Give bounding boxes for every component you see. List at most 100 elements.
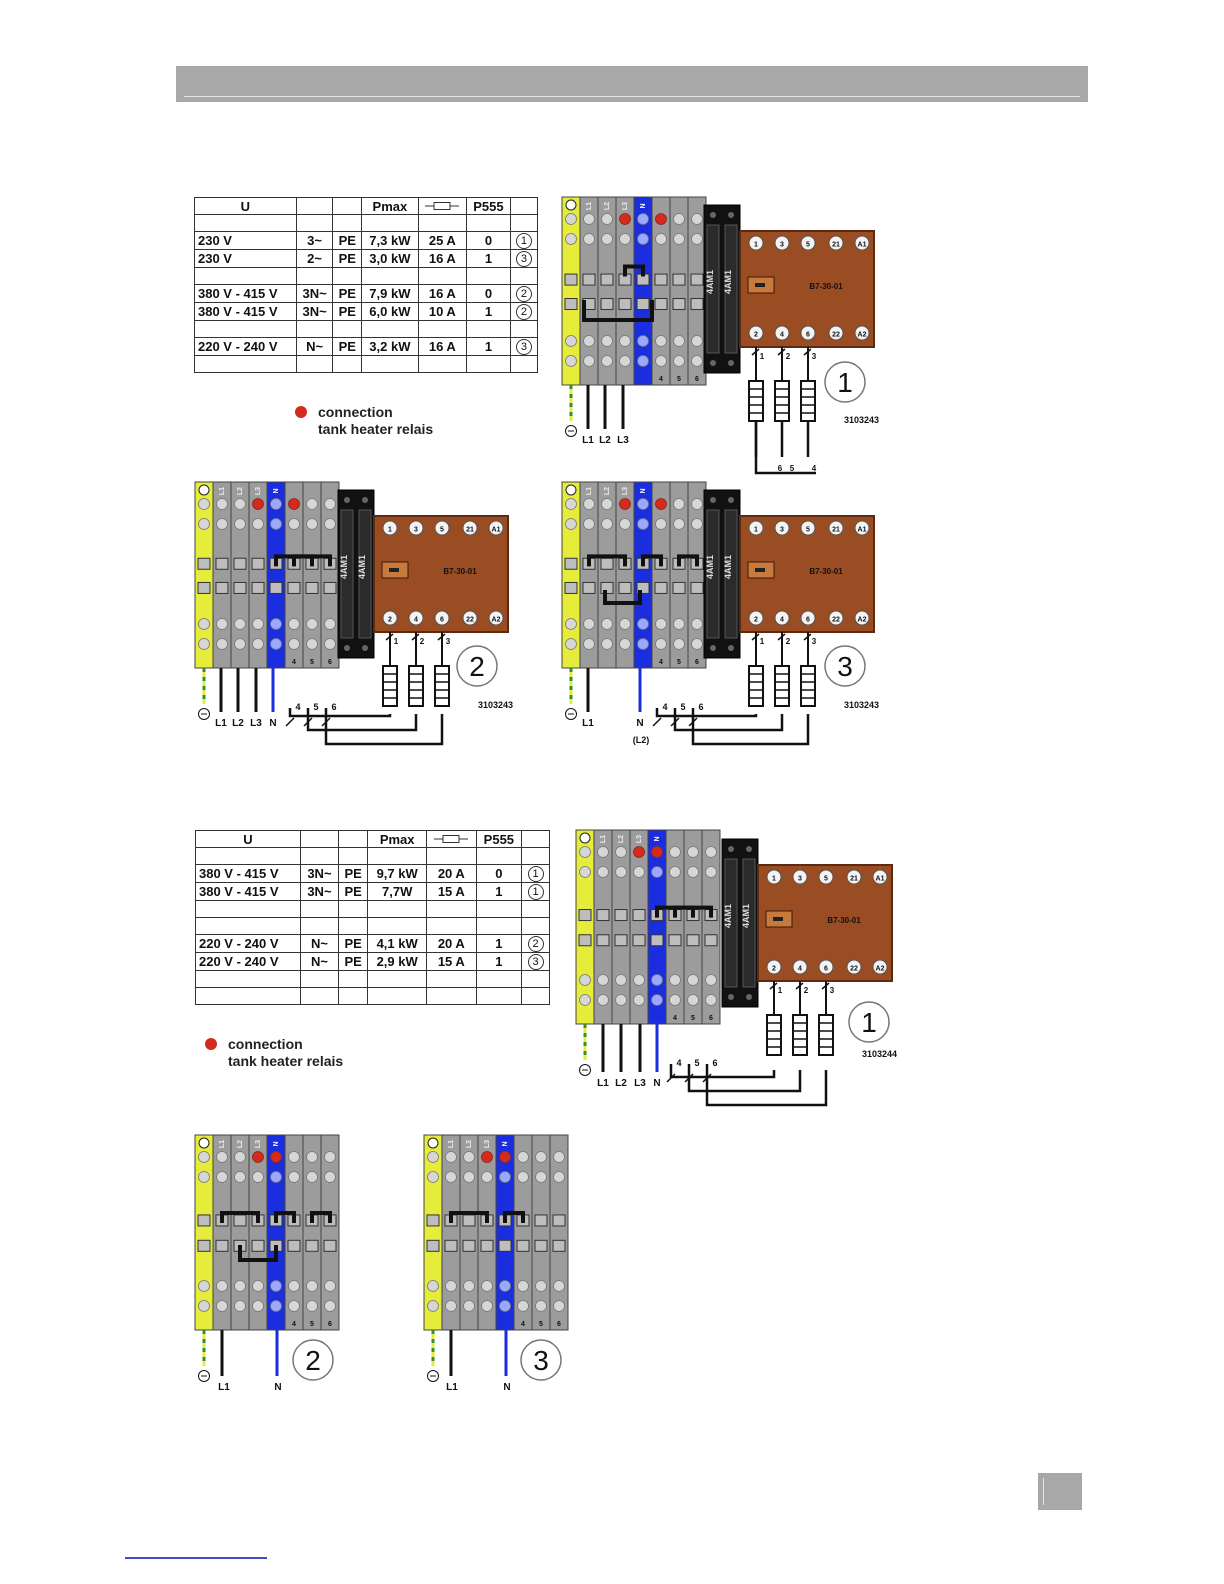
screw-terminal <box>324 1171 336 1183</box>
coil-number: 6 <box>778 464 783 473</box>
screw-terminal <box>655 233 667 245</box>
screw-terminal <box>270 518 282 530</box>
screw-terminal <box>583 233 595 245</box>
terminal-clamp <box>654 298 668 311</box>
element-number: 3 <box>446 637 451 646</box>
screw-terminal <box>553 1300 565 1312</box>
screw-terminal <box>583 618 595 630</box>
terminal-clamp <box>614 909 628 922</box>
terminal-bottom-label: 5 <box>310 659 314 666</box>
screw-terminal <box>565 213 577 225</box>
contactor-terminal <box>800 520 816 536</box>
screw-terminal <box>445 1171 457 1183</box>
legend-line-1: connection <box>228 1036 303 1052</box>
screw-terminal <box>306 1300 318 1312</box>
contactor-terminal <box>488 520 504 536</box>
fuse-element <box>706 509 720 639</box>
screw-terminal <box>705 866 717 878</box>
wire-label: N <box>636 718 643 729</box>
terminal-clamp <box>426 1239 440 1252</box>
screw-terminal <box>517 1300 529 1312</box>
contactor-terminal-label: 22 <box>832 332 840 339</box>
fuse-screw <box>710 645 716 651</box>
part-number: 3103243 <box>478 700 513 710</box>
screw-terminal <box>669 994 681 1006</box>
screw-terminal <box>655 355 667 367</box>
terminal-bottom-label: 6 <box>709 1015 713 1022</box>
screw-terminal <box>601 498 613 510</box>
screw-terminal <box>324 498 336 510</box>
table-cell: 15 A <box>425 882 477 901</box>
terminal-clamp <box>600 298 614 311</box>
ground-wire <box>198 668 210 720</box>
terminal-label: N <box>273 1141 280 1146</box>
contactor-terminal-label: 3 <box>798 876 802 883</box>
screw-terminal <box>565 638 577 650</box>
screw-terminal <box>198 1171 210 1183</box>
terminal-clamp <box>215 557 229 570</box>
terminal-label: L2 <box>237 487 244 495</box>
contactor-terminal <box>846 959 862 975</box>
screw-terminal <box>637 233 649 245</box>
contactor-terminal <box>800 610 816 626</box>
terminal-bottom-label: 4 <box>673 1015 677 1022</box>
screw-terminal <box>579 994 591 1006</box>
screw-terminal <box>306 518 318 530</box>
wire-break <box>321 717 331 727</box>
fuse-screw <box>710 212 716 218</box>
legend-line-2: tank heater relais <box>228 1053 344 1069</box>
contactor-terminal-label: A1 <box>858 242 867 249</box>
contactor-terminal-label: 21 <box>850 876 858 883</box>
table-cell: 220 V - 240 V <box>195 934 301 953</box>
table-cell: 230 V <box>194 231 297 250</box>
element-number: 2 <box>804 986 809 995</box>
terminal-bottom-label: 5 <box>539 1321 543 1328</box>
contactor-terminal-label: 5 <box>806 242 810 249</box>
screw-terminal <box>324 618 336 630</box>
screw-terminal <box>601 518 613 530</box>
connection-dot-icon <box>270 1151 282 1163</box>
screw-terminal <box>270 1280 282 1292</box>
screw-terminal <box>565 518 577 530</box>
screw-terminal <box>583 355 595 367</box>
screw-terminal <box>687 846 699 858</box>
screw-terminal <box>288 1151 300 1163</box>
terminal-label: L1 <box>219 1140 226 1148</box>
screw-terminal <box>535 1171 547 1183</box>
screw-terminal <box>601 335 613 347</box>
variant-circle: 3 <box>515 339 532 355</box>
terminal-clamp <box>582 581 596 594</box>
coil-number: 6 <box>712 1058 717 1068</box>
screw-terminal <box>252 1171 264 1183</box>
table-cell: 3~ <box>295 231 334 250</box>
terminal-clamp <box>251 557 265 570</box>
contactor-terminal-label: 21 <box>832 527 840 534</box>
screw-terminal <box>499 1171 511 1183</box>
table-cell: N~ <box>300 952 339 971</box>
heater-element <box>818 1014 834 1056</box>
contactor-terminal-label: A2 <box>858 332 867 339</box>
wire-break <box>702 1073 712 1083</box>
screw-terminal <box>270 638 282 650</box>
screw-terminal <box>637 213 649 225</box>
screw-terminal <box>655 335 667 347</box>
terminal-clamp <box>462 1214 476 1227</box>
screw-terminal <box>288 618 300 630</box>
terminal-clamp <box>323 1239 337 1252</box>
wire-label: L1 <box>582 718 594 729</box>
screw-terminal <box>517 1280 529 1292</box>
connection-dot-icon <box>633 846 645 858</box>
contactor-model-label: B7-30-01 <box>827 916 861 925</box>
variant-number: 3 <box>824 645 866 687</box>
contactor-terminal-label: 4 <box>780 332 784 339</box>
screw-terminal <box>691 233 703 245</box>
screw-terminal <box>579 974 591 986</box>
terminal-clamp <box>632 909 646 922</box>
wire-label: N <box>269 718 276 729</box>
terminal-label: L3 <box>484 1140 491 1148</box>
screw-terminal <box>306 1280 318 1292</box>
contactor-terminal-label: 4 <box>414 617 418 624</box>
